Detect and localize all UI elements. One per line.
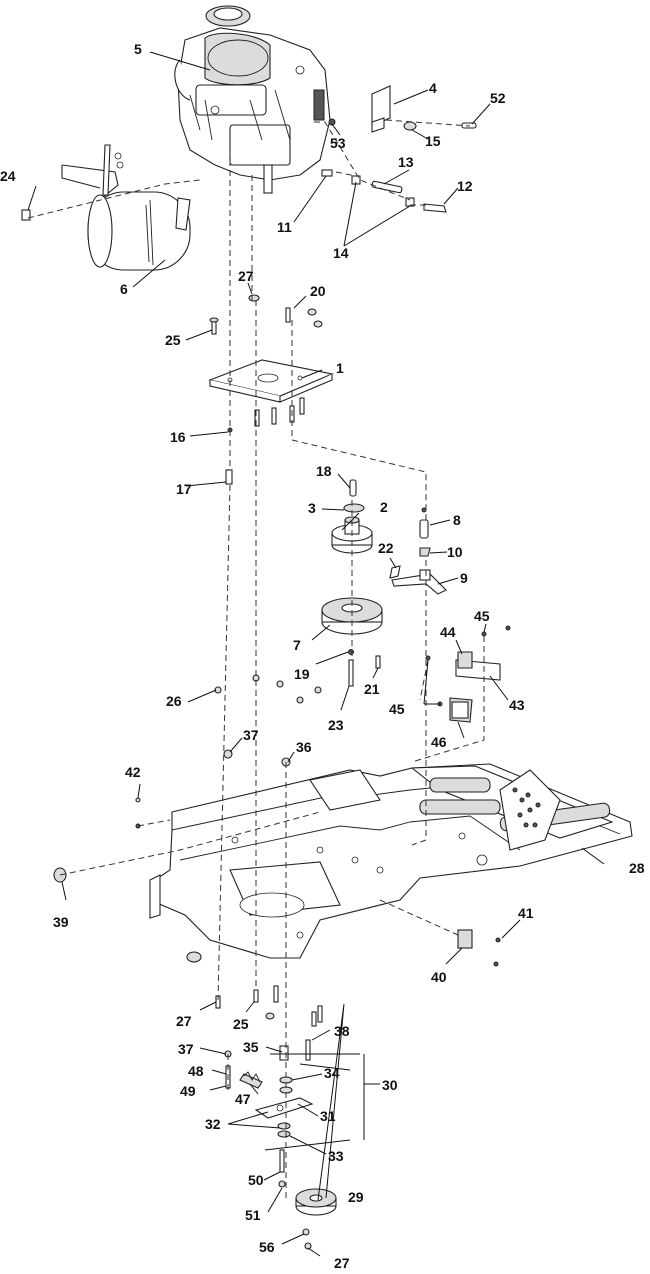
- callout-34: 34: [324, 1065, 340, 1081]
- main-frame: [53, 763, 633, 967]
- callout-6: 6: [120, 281, 128, 297]
- callout-18: 18: [316, 463, 332, 479]
- callout-37-lower: 37: [178, 1041, 194, 1057]
- leader-lines: [27, 51, 605, 1257]
- callout-12: 12: [457, 178, 473, 194]
- callout-36: 36: [296, 739, 312, 755]
- callout-43: 43: [509, 697, 525, 713]
- callout-20: 20: [310, 283, 326, 299]
- callout-41: 41: [518, 905, 534, 921]
- callout-labels: 1 2 3 4 5 6 7 8 9 10 11 12 13 14 15 16 1…: [0, 41, 645, 1271]
- callout-8: 8: [453, 512, 461, 528]
- callout-27-bottom: 27: [334, 1255, 350, 1271]
- callout-49: 49: [180, 1083, 196, 1099]
- callout-39: 39: [53, 914, 69, 930]
- callout-50: 50: [248, 1172, 264, 1188]
- callout-14: 14: [333, 245, 349, 261]
- callout-38: 38: [334, 1023, 350, 1039]
- callout-42: 42: [125, 764, 141, 780]
- callout-19: 19: [294, 666, 310, 682]
- pulley-assembly: [321, 479, 401, 687]
- idler-arm: [391, 507, 447, 595]
- callout-10: 10: [447, 544, 463, 560]
- callout-32: 32: [205, 1116, 221, 1132]
- callout-28: 28: [629, 860, 645, 876]
- callout-48: 48: [188, 1063, 204, 1079]
- callout-52: 52: [490, 90, 506, 106]
- callout-31: 31: [320, 1108, 336, 1124]
- callout-23: 23: [328, 717, 344, 733]
- callout-47: 47: [235, 1091, 251, 1107]
- callout-29: 29: [348, 1189, 364, 1205]
- callout-16: 16: [170, 429, 186, 445]
- callout-5: 5: [134, 41, 142, 57]
- callout-2: 2: [380, 499, 388, 515]
- callout-56: 56: [259, 1239, 275, 1255]
- callout-15: 15: [425, 133, 441, 149]
- assembly-lines: [27, 119, 485, 1200]
- callout-3: 3: [308, 500, 316, 516]
- callout-26: 26: [166, 693, 182, 709]
- callout-46: 46: [431, 734, 447, 750]
- callout-45-upper: 45: [474, 608, 490, 624]
- callout-45-lower: 45: [389, 701, 405, 717]
- callout-24: 24: [0, 168, 16, 184]
- callout-27-top: 27: [238, 268, 254, 284]
- callout-25-lower: 25: [233, 1016, 249, 1032]
- callout-40: 40: [431, 969, 447, 985]
- callout-17: 17: [176, 481, 192, 497]
- callout-13: 13: [398, 154, 414, 170]
- callout-30: 30: [382, 1077, 398, 1093]
- callout-1: 1: [336, 360, 344, 376]
- callout-35: 35: [243, 1039, 259, 1055]
- callout-11: 11: [277, 219, 292, 235]
- engine-hardware: [21, 85, 477, 221]
- callout-27-middle: 27: [176, 1013, 192, 1029]
- callout-25-upper: 25: [165, 332, 181, 348]
- callout-9: 9: [460, 570, 468, 586]
- switch-bracket: [425, 625, 511, 723]
- engine: [174, 5, 331, 194]
- callout-33: 33: [328, 1148, 344, 1164]
- mounting-plate: [208, 294, 334, 485]
- callout-22: 22: [378, 540, 394, 556]
- callout-44: 44: [440, 624, 456, 640]
- callout-37-upper: 37: [243, 727, 259, 743]
- callout-21: 21: [364, 681, 380, 697]
- muffler: [61, 144, 191, 271]
- callout-4: 4: [429, 80, 437, 96]
- callout-53: 53: [330, 135, 346, 151]
- callout-51: 51: [245, 1207, 261, 1223]
- callout-7: 7: [293, 637, 301, 653]
